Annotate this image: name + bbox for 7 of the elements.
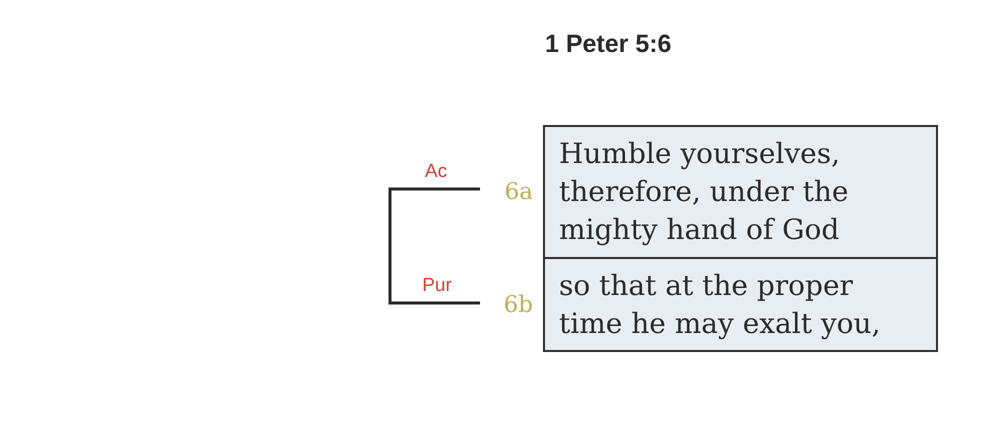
verse-number: 6b xyxy=(504,292,533,318)
verse-number: 6a xyxy=(504,179,533,205)
verse-text: Humble yourselves, therefore, under the mighty hand of God xyxy=(558,136,850,248)
diagram-title: 1 Peter 5:6 xyxy=(545,30,672,59)
relation-label: Ac xyxy=(424,161,448,183)
relation-label: Pur xyxy=(422,275,452,297)
verse-text: so that at the proper time he may exalt you, xyxy=(558,268,882,342)
